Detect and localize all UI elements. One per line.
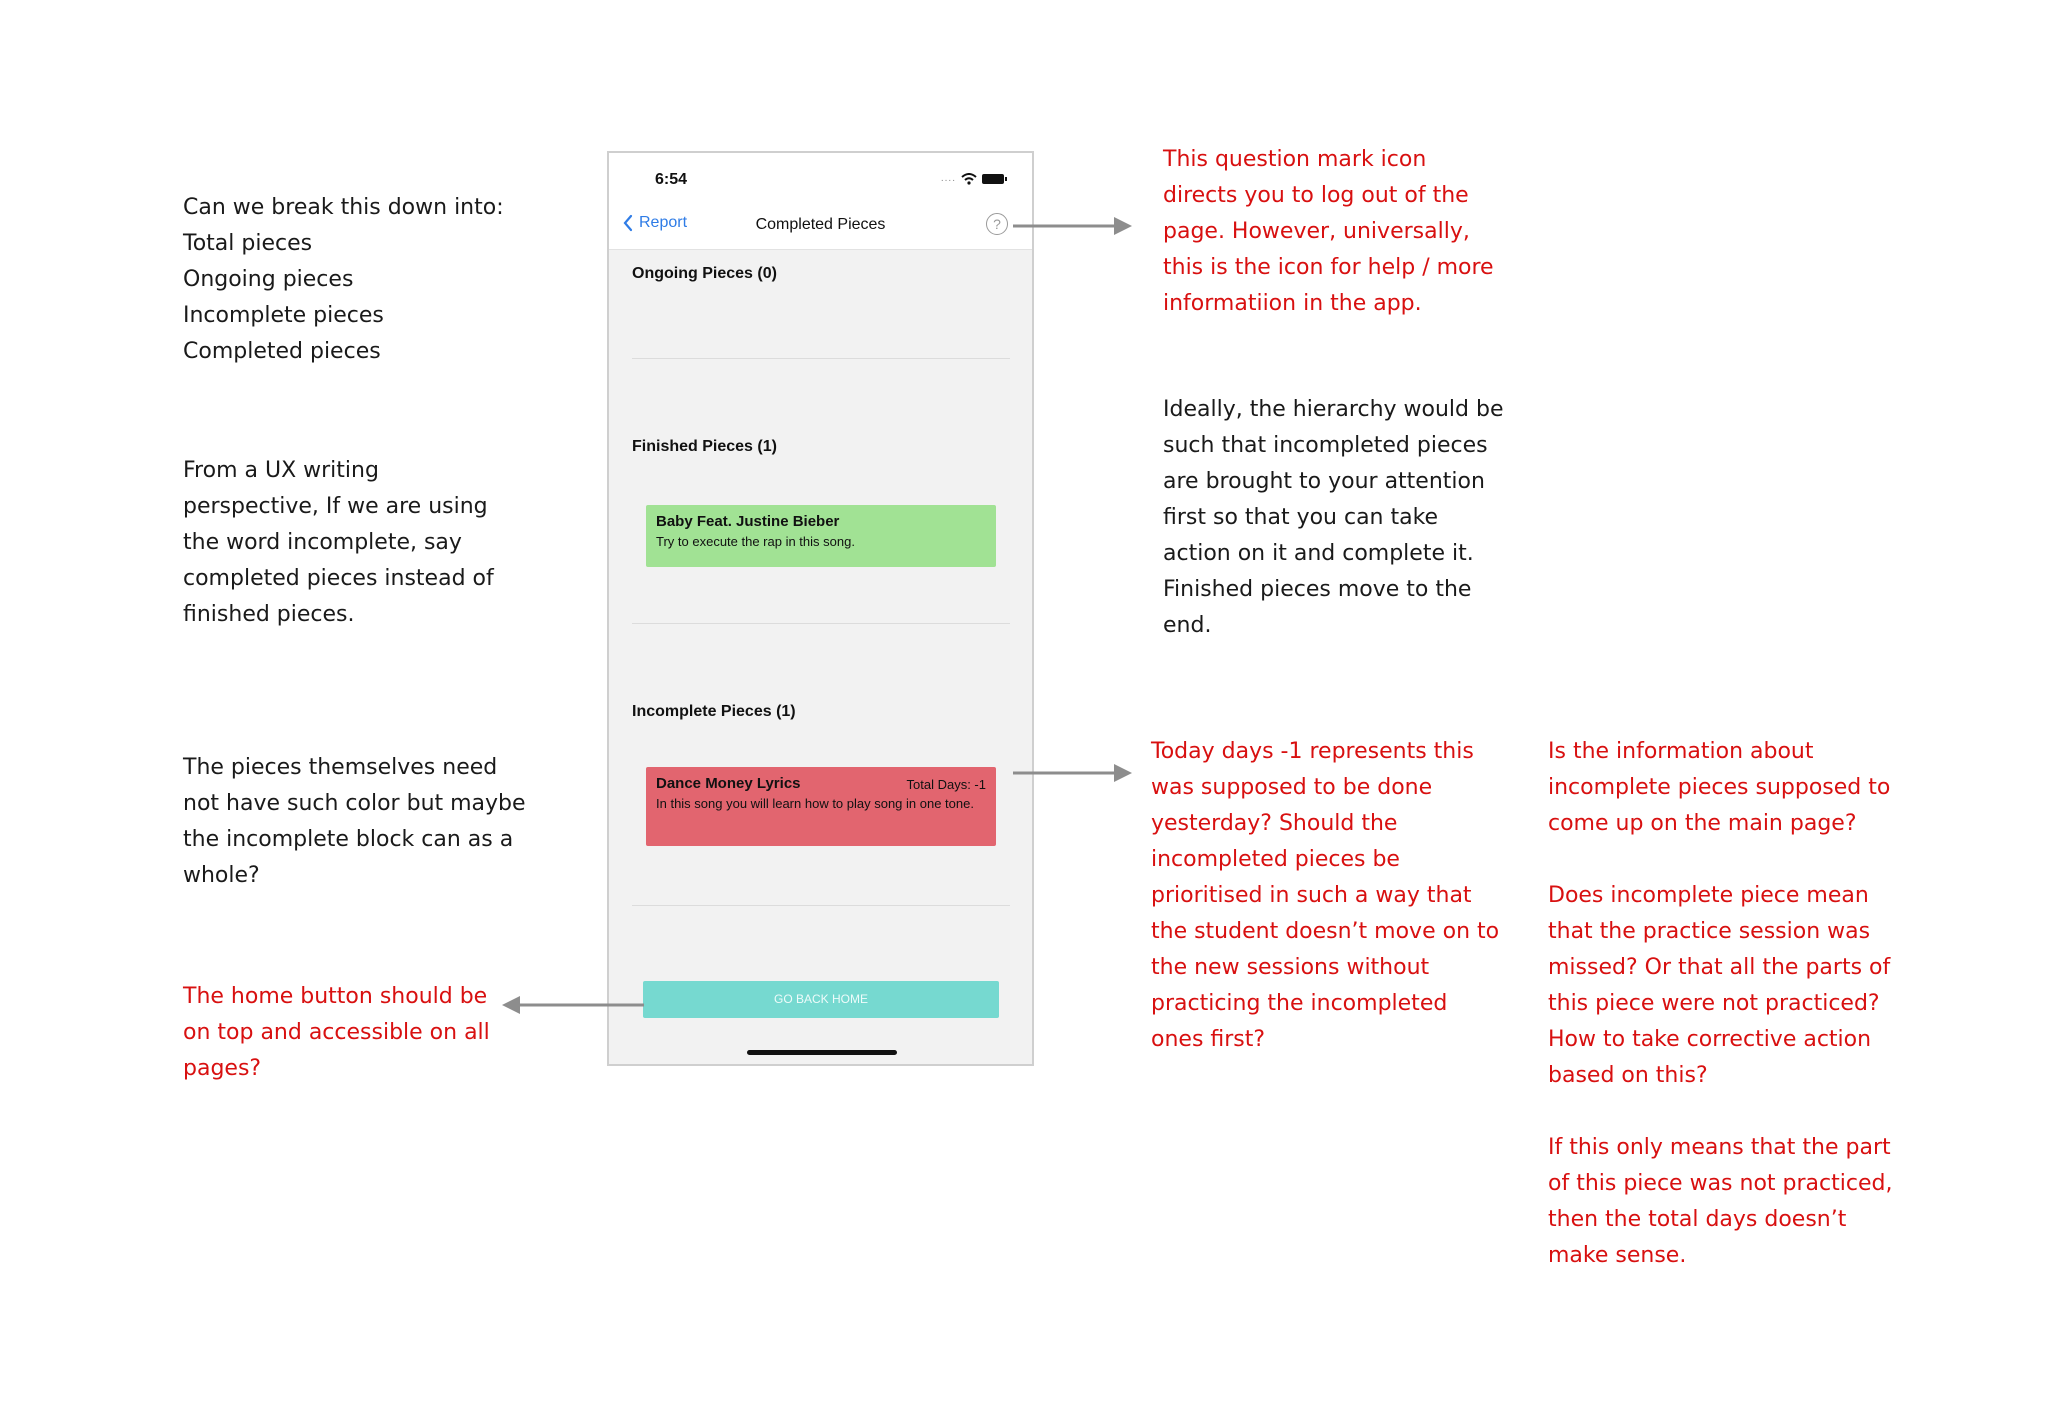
- note-color: The pieces themselves need not have such…: [183, 755, 526, 888]
- status-time: 6:54: [655, 171, 688, 188]
- total-days-label: Total Days: -1: [906, 777, 986, 792]
- help-icon[interactable]: ?: [986, 213, 1008, 235]
- note-total-days: Today days -1 represents this was suppos…: [1151, 739, 1500, 1052]
- note-hierarchy: Ideally, the hierarchy would be such tha…: [1163, 397, 1504, 638]
- incomplete-section-title: Incomplete Pieces (1): [632, 703, 796, 720]
- note-question-icon: This question mark icon directs you to l…: [1163, 147, 1494, 316]
- note-ux-writing: From a UX writing perspective, If we are…: [183, 458, 494, 627]
- battery-icon: [982, 174, 1007, 184]
- finished-section-title: Finished Pieces (1): [632, 438, 777, 455]
- signal-icon: ....: [940, 173, 956, 184]
- go-back-home-button[interactable]: GO BACK HOME: [643, 981, 999, 1018]
- finished-piece-card[interactable]: Baby Feat. Justine Bieber Try to execute…: [646, 505, 996, 567]
- back-button[interactable]: Report: [623, 214, 687, 232]
- ongoing-section-title: Ongoing Pieces (0): [632, 265, 777, 282]
- card-title: Baby Feat. Justine Bieber: [656, 513, 840, 530]
- page-title: Completed Pieces: [755, 216, 886, 233]
- divider: [632, 358, 1010, 359]
- arrow-head: [1114, 217, 1132, 235]
- card-title: Dance Money Lyrics: [656, 775, 801, 792]
- home-indicator: [747, 1050, 897, 1055]
- note-questions: Is the information about incomplete piec…: [1548, 739, 1893, 1268]
- divider: [632, 905, 1010, 906]
- arrow-head: [1114, 764, 1132, 782]
- card-description: In this song you will learn how to play …: [656, 796, 974, 811]
- status-icons: ....: [940, 173, 1007, 185]
- divider: [632, 623, 1010, 624]
- chevron-left-icon: [623, 214, 633, 232]
- wifi-icon: [961, 173, 977, 185]
- note-breakdown: Can we break this down into: Total piece…: [183, 195, 504, 364]
- status-bar: 6:54 ....: [609, 153, 1032, 203]
- phone-screenshot: 6:54 .... Report Completed Pieces ? Ongo…: [607, 151, 1034, 1066]
- note-home-button: The home button should be on top and acc…: [183, 984, 490, 1081]
- incomplete-piece-card[interactable]: Dance Money Lyrics Total Days: -1 In thi…: [646, 767, 996, 846]
- back-button-label: Report: [639, 214, 688, 231]
- arrow-head: [502, 996, 520, 1014]
- navigation-bar: Report Completed Pieces ?: [609, 203, 1032, 250]
- card-description: Try to execute the rap in this song.: [656, 534, 855, 549]
